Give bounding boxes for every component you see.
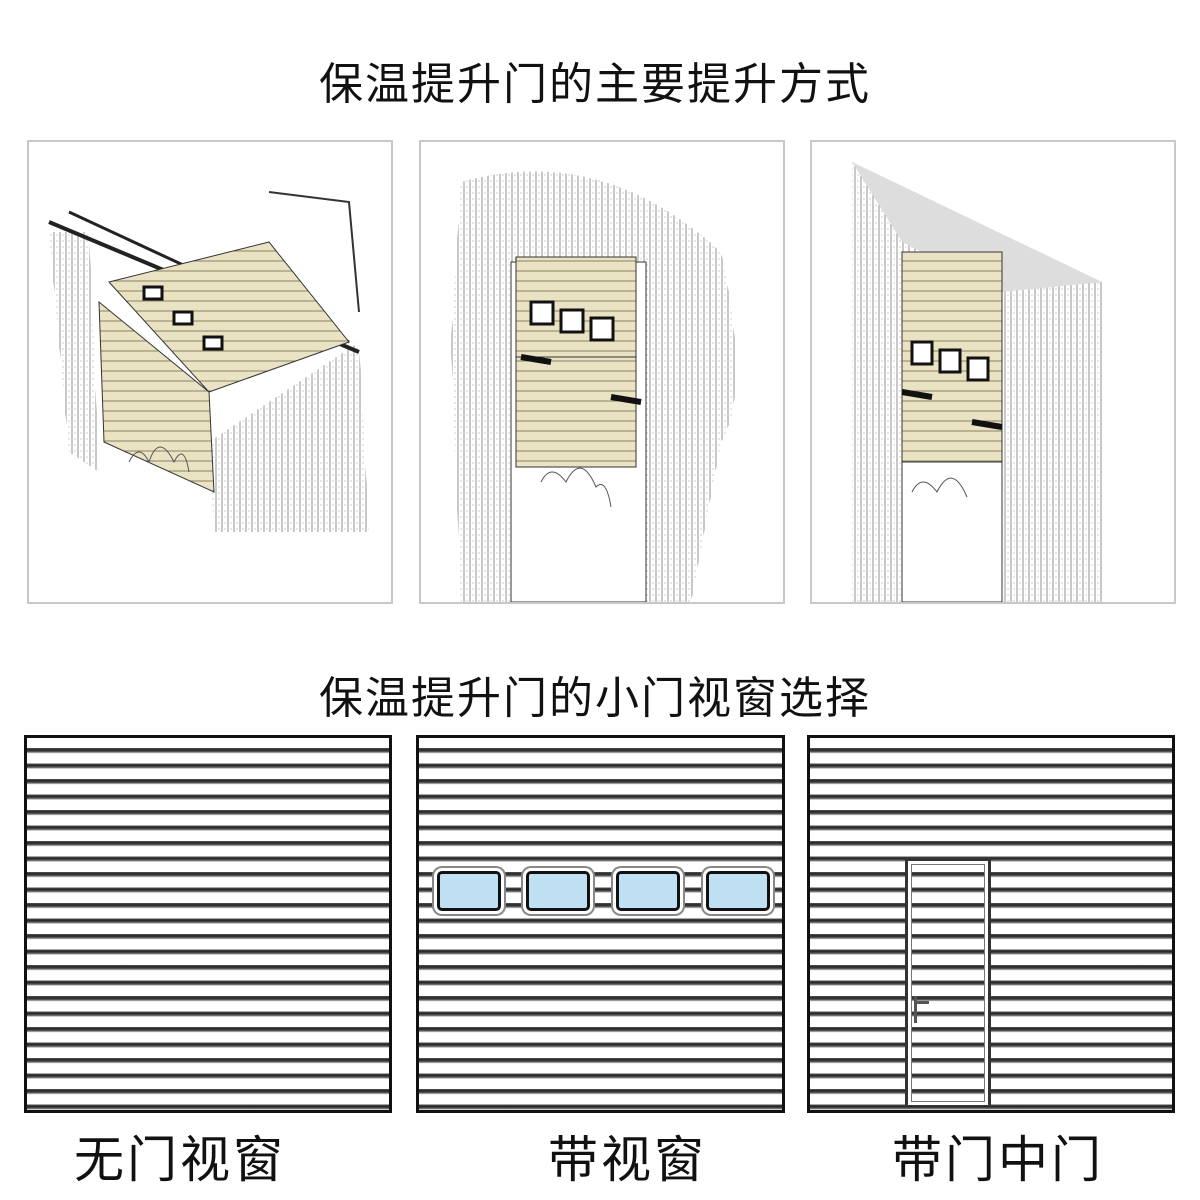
window-2 — [526, 871, 590, 911]
label-no-window: 无门视窗 — [74, 1131, 286, 1189]
wicket-window-title: 保温提升门的小门视窗选择 — [319, 673, 871, 724]
door-with-wicket-door — [807, 735, 1175, 1113]
window-4 — [706, 871, 770, 911]
label-wicket-door: 带门中门 — [892, 1131, 1104, 1189]
standard-lift-illustration — [27, 140, 393, 604]
wicket-door — [905, 858, 991, 1105]
high-lift-illustration — [419, 140, 785, 604]
label-with-window: 带视窗 — [548, 1131, 707, 1189]
door-handle-icon — [914, 997, 931, 1023]
door-no-window — [24, 735, 392, 1113]
lifting-methods-title: 保温提升门的主要提升方式 — [319, 59, 871, 110]
door-with-windows — [416, 735, 785, 1113]
vertical-lift-illustration — [810, 140, 1176, 604]
window-1 — [437, 871, 501, 911]
window-3 — [616, 871, 680, 911]
